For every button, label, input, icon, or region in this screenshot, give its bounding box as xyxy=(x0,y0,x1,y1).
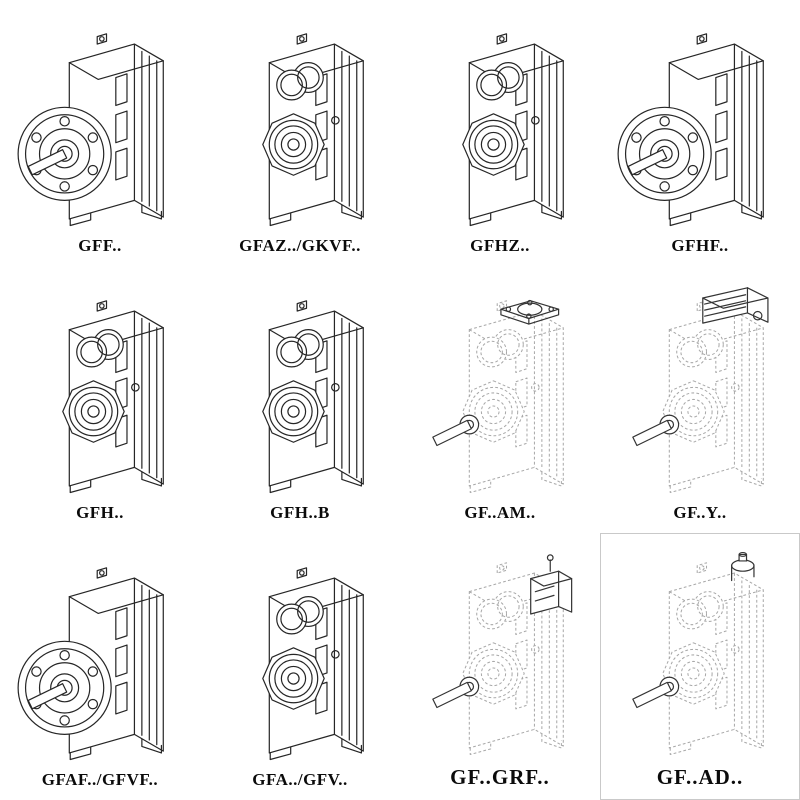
gearbox-flange-drawing xyxy=(17,567,164,761)
model-label: GFAF../GFVF.. xyxy=(41,770,159,789)
model-label: GFHF.. xyxy=(671,236,729,255)
gearbox-flange-drawing xyxy=(17,33,164,227)
catalog-item: GF..Y.. xyxy=(600,266,800,533)
model-label: GFAZ../GKVF.. xyxy=(239,236,361,255)
model-label: GFHZ.. xyxy=(470,236,530,255)
catalog-item: GFF.. xyxy=(0,0,200,266)
catalog-item: GFHF.. xyxy=(600,0,800,266)
input-block xyxy=(530,554,573,615)
gearbox-ghost-topflange-drawing xyxy=(432,299,564,493)
catalog-item: GFAF../GFVF.. xyxy=(0,533,200,800)
model-label: GF..AM.. xyxy=(464,503,536,522)
gearbox-ghost-adapter-drawing xyxy=(632,551,764,755)
gearbox-bore-drawing xyxy=(462,33,564,227)
gearbox-flange-drawing xyxy=(617,33,764,227)
output-flange xyxy=(17,640,112,735)
catalog-item: GFH..B xyxy=(200,266,400,533)
catalog-item: GFA../GFV.. xyxy=(200,533,400,800)
gearbox-ghost-inputblock-drawing xyxy=(432,554,573,755)
model-label: GFA../GFV.. xyxy=(252,770,348,789)
gearbox-bore-drawing xyxy=(262,300,364,494)
model-label: GFF.. xyxy=(78,236,122,255)
output-flange xyxy=(17,106,112,201)
model-label: GF..AD.. xyxy=(656,765,744,789)
gearbox-ghost-motor-drawing xyxy=(632,287,769,493)
gearbox-bore-drawing xyxy=(262,33,364,227)
model-label: GFH..B xyxy=(270,503,330,522)
gearbox-bore-drawing xyxy=(262,567,364,761)
catalog-item: GFHZ.. xyxy=(400,0,600,266)
model-label: GFH.. xyxy=(76,503,124,522)
output-flange xyxy=(617,106,712,201)
catalog-item: GF..GRF.. xyxy=(400,533,600,800)
gearbox-bore-drawing xyxy=(62,300,164,494)
catalog-item: GF..AM.. xyxy=(400,266,600,533)
catalog-item: GF..AD.. xyxy=(600,533,800,800)
catalog-item: GFAZ../GKVF.. xyxy=(200,0,400,266)
model-label: GF..GRF.. xyxy=(450,765,550,789)
catalog-item: GFH.. xyxy=(0,266,200,533)
model-label: GF..Y.. xyxy=(673,503,727,522)
